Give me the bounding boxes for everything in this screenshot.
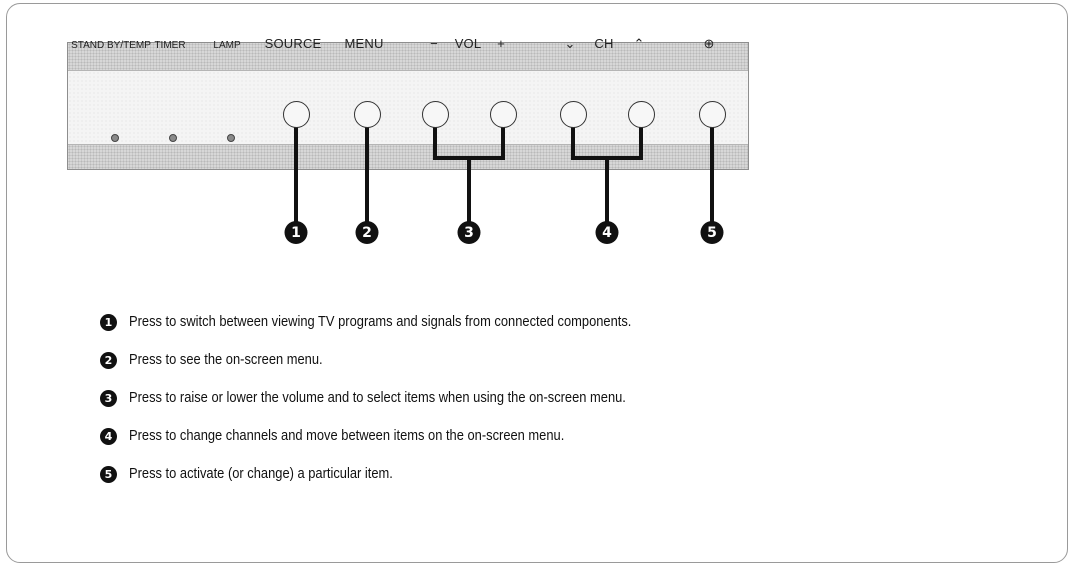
description-item-5: 5 Press to activate (or change) a partic… <box>100 465 713 503</box>
menu-label: MENU <box>344 36 384 51</box>
description-item-3: 3 Press to raise or lower the volume and… <box>100 389 713 427</box>
timer-label: TIMER <box>154 40 186 51</box>
source-label: SOURCE <box>264 36 322 51</box>
standby-led <box>111 134 119 142</box>
enter-icon: ⊕ <box>703 36 715 51</box>
description-text: Press to change channels and move betwee… <box>129 427 565 444</box>
ch-up-icon: ⌃ <box>633 36 645 51</box>
marker-2: 2 <box>355 221 379 244</box>
vol-plus-label: + <box>497 36 505 51</box>
ch-down-icon: ⌄ <box>564 36 576 51</box>
description-list: 1 Press to switch between viewing TV pro… <box>100 313 713 503</box>
ch-up-button[interactable] <box>627 101 655 128</box>
marker-1: 1 <box>284 221 308 244</box>
description-number: 2 <box>100 352 117 369</box>
description-text: Press to switch between viewing TV progr… <box>129 313 632 330</box>
marker-3: 3 <box>457 221 481 244</box>
vol-label: VOL <box>454 36 482 51</box>
description-text: Press to raise or lower the volume and t… <box>129 389 626 406</box>
enter-button[interactable] <box>698 101 726 128</box>
callout-bracket-3 <box>433 126 505 160</box>
vol-minus-label: − <box>430 36 438 51</box>
standby-temp-label: STAND BY/TEMP <box>71 40 151 51</box>
description-item-1: 1 Press to switch between viewing TV pro… <box>100 313 713 351</box>
description-text: Press to activate (or change) a particul… <box>129 465 393 482</box>
description-number: 1 <box>100 314 117 331</box>
description-item-4: 4 Press to change channels and move betw… <box>100 427 713 465</box>
timer-led <box>169 134 177 142</box>
description-number: 4 <box>100 428 117 445</box>
source-button[interactable] <box>282 101 310 128</box>
callout-lines <box>294 126 714 224</box>
marker-4: 4 <box>595 221 619 244</box>
description-number: 3 <box>100 390 117 407</box>
lamp-label: LAMP <box>213 40 241 51</box>
description-text: Press to see the on-screen menu. <box>129 351 323 368</box>
menu-button[interactable] <box>353 101 381 128</box>
lamp-led <box>227 134 235 142</box>
callout-bracket-4 <box>571 126 643 160</box>
ch-down-button[interactable] <box>559 101 587 128</box>
vol-up-button[interactable] <box>489 101 517 128</box>
vol-down-button[interactable] <box>421 101 449 128</box>
marker-5: 5 <box>700 221 724 244</box>
ch-label: CH <box>594 36 614 51</box>
description-item-2: 2 Press to see the on-screen menu. <box>100 351 713 389</box>
description-number: 5 <box>100 466 117 483</box>
